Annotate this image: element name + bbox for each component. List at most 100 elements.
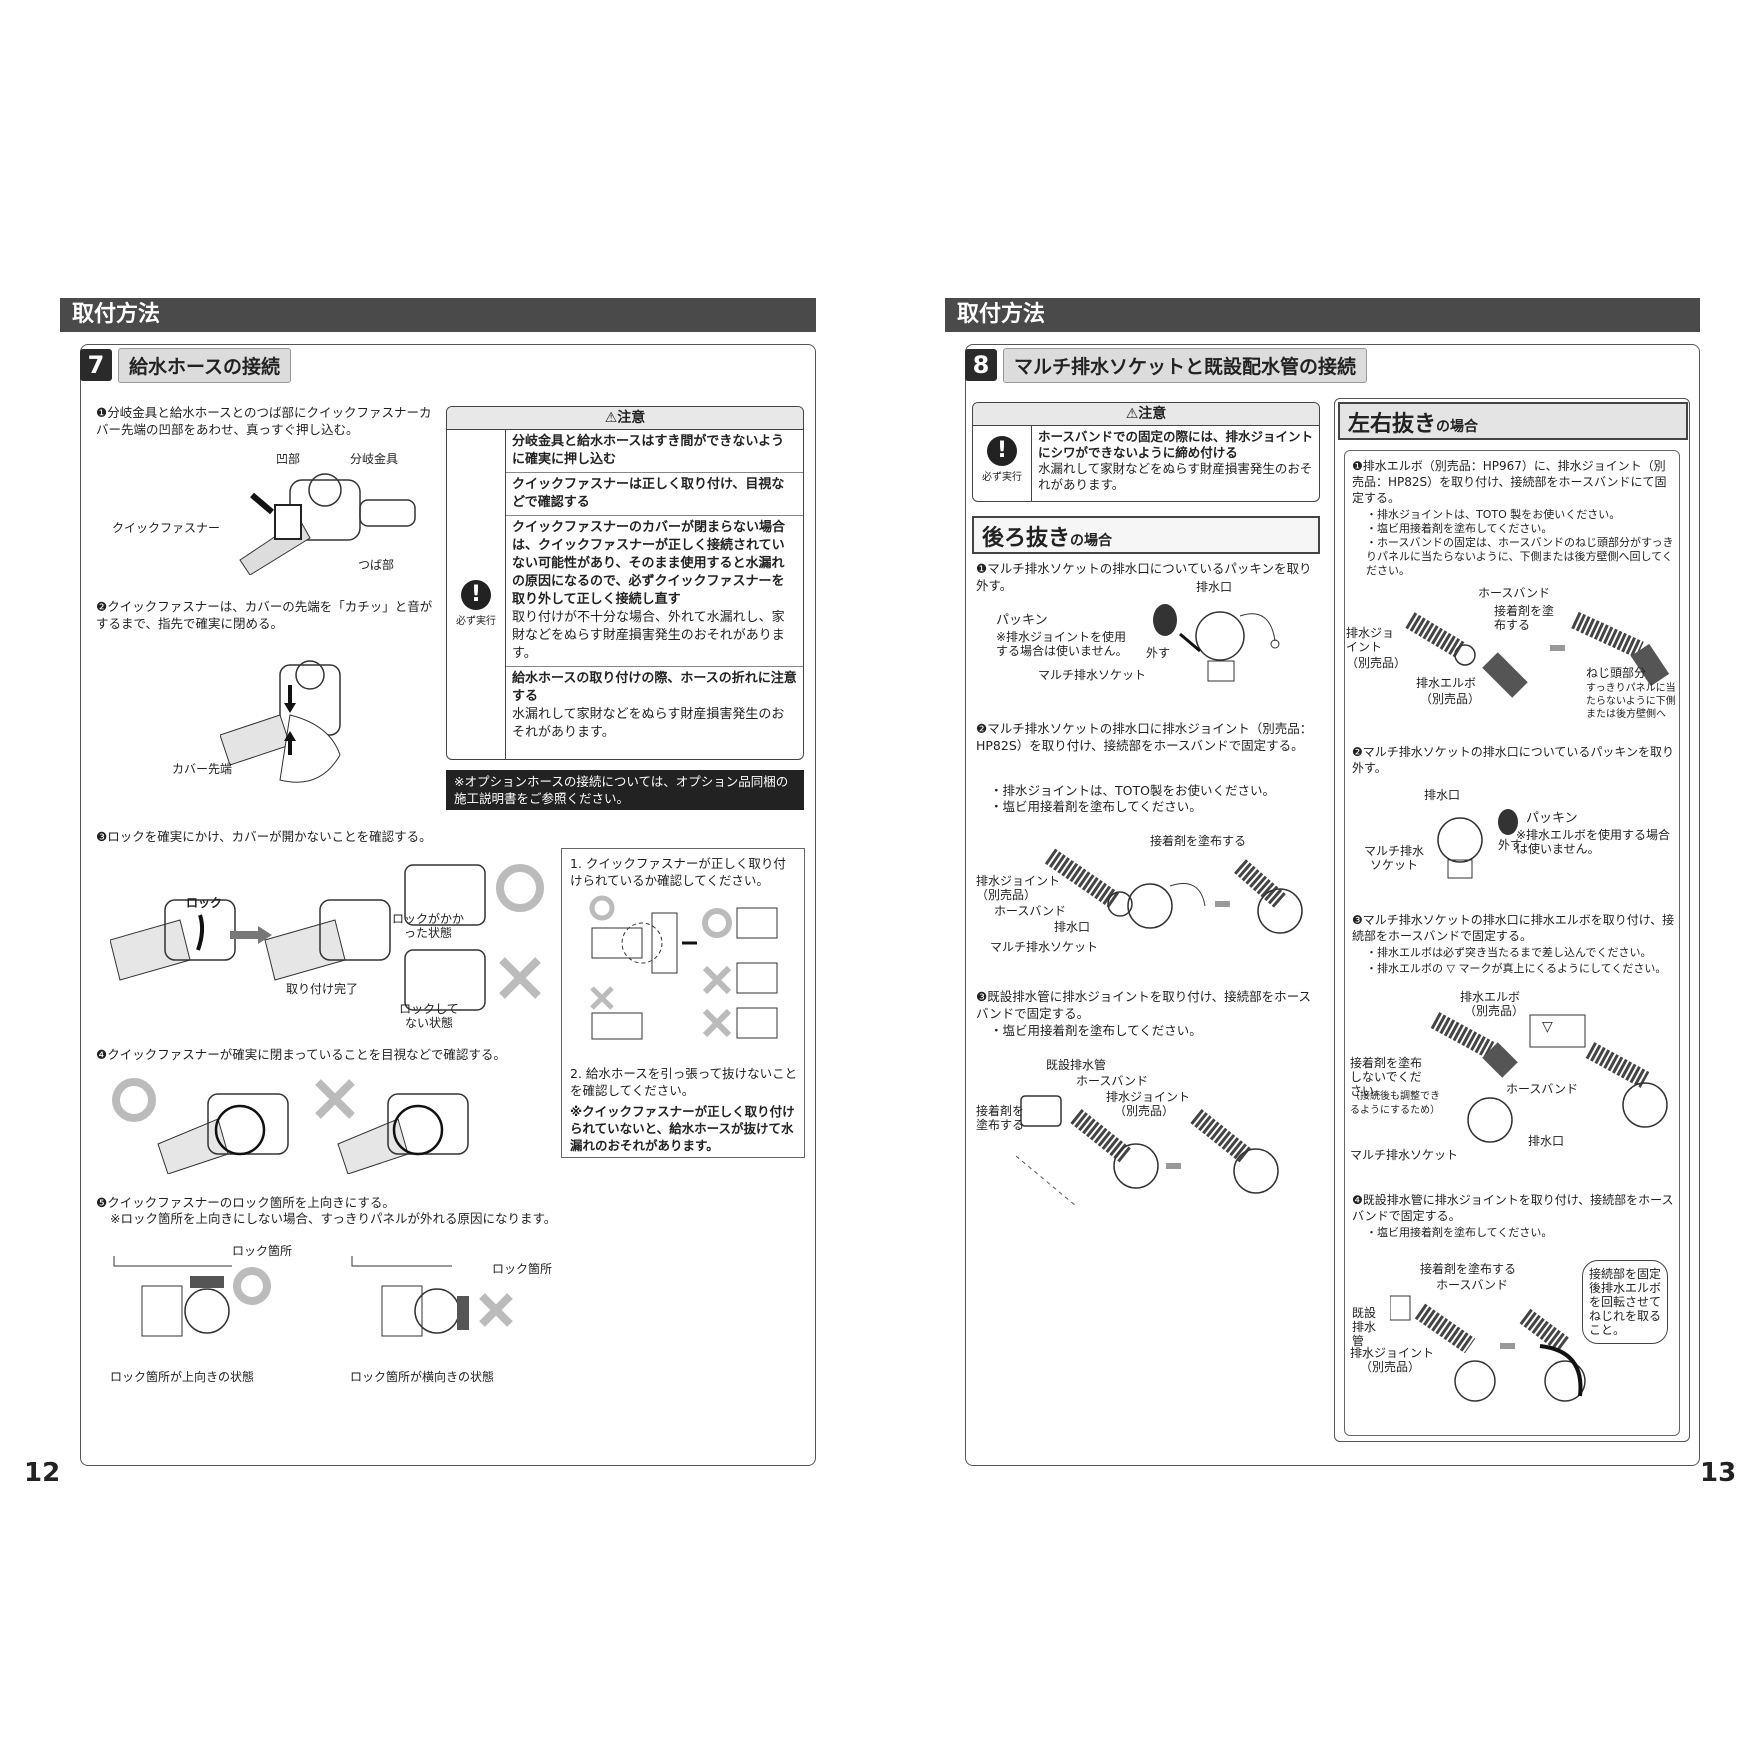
label-drain-joint: 排水ジョイント (1106, 1090, 1191, 1104)
label-existing-pipe: 既設排水管 (1046, 1058, 1107, 1072)
must-do-badge: ! 必ず実行 (456, 580, 496, 627)
side-outlet-inner (1344, 450, 1680, 1436)
label-hose-band: ホースバンド (994, 904, 1067, 918)
label-remove: 外す (1498, 838, 1523, 852)
label-screw-head-note: すっきりパネルに当たらないように下側または後方壁側へ (1586, 683, 1676, 720)
label-install-done: 取り付け完了 (286, 982, 359, 996)
must-do-badge: ! 必ず実行 (982, 436, 1022, 483)
label-lock-position-up: ロック箇所 (232, 1244, 293, 1258)
section-title: 給水ホースの接続 (118, 347, 292, 383)
label-flange: つば部 (358, 558, 395, 572)
check-note: ※クイックファスナーが正しく取り付けられていないと、給水ホースが抜けて水漏れのお… (570, 1104, 795, 1153)
exclamation-icon: ! (987, 436, 1017, 466)
label-drain-joint: 排水ジョイント (1350, 1346, 1435, 1360)
back-step-3-text: ❸既設排水管に排水ジョイントを取り付け、接続部をホースバンドで固定する。 (976, 989, 1311, 1021)
side-step-4-note-1: ・塩ビ用接着剤を塗布してください。 (1366, 1226, 1553, 1239)
label-drain-joint: 排水ジョイント (976, 874, 1061, 888)
label-adhesive: 接着剤を塗布する (1494, 604, 1555, 632)
back-step-3-illustration (1016, 1095, 1279, 1207)
label-drain-elbow: 排水エルボ (1460, 990, 1521, 1004)
label-unlocked-state: ロックしてない状態 (399, 1002, 459, 1030)
fastener-check-box: 1. クイックファスナーが正しく取り付けられているか確認してください。 2. 給… (561, 848, 805, 1158)
caution-title: ⚠注意 (447, 407, 803, 430)
triangle-mark-icon: ▽ (1542, 1019, 1553, 1035)
label-packing-note: ※排水エルボを使用する場合は使いません。 (1516, 828, 1671, 856)
back-step-1-illustration (1153, 604, 1280, 682)
step-1-text: ❶分岐金具と給水ホースとのつば部にクイックファスナーカバー先端の凹部をあわせ、真… (96, 405, 432, 437)
side-step-1-note-2: ・塩ビ用接着剤を塗布してください。 (1366, 522, 1553, 535)
label-sold-separately: （別売品） (1346, 656, 1407, 670)
label-apply-adhesive: 接着剤を塗布する (976, 1104, 1025, 1132)
caution-row: クイックファスナーは正しく取り付け、目視などで確認する (506, 473, 803, 516)
left-page-header: 取付方法 (60, 298, 816, 332)
check-illustration (589, 895, 778, 1040)
section-8-heading: 8 マルチ排水ソケットと既設配水管の接続 (965, 347, 1368, 383)
side-step-1-text: ❶排水エルボ（別売品：HP967）に、排水ジョイント（別売品：HP82S）を取り… (1352, 459, 1667, 505)
right-content-frame (965, 344, 1700, 1466)
back-step-3-note-1: ・塩ビ用接着剤を塗布してください。 (990, 1023, 1202, 1038)
side-step-2-text: ❷マルチ排水ソケットの排水口についているパッキンを取り外す。 (1352, 745, 1675, 775)
label-existing-pipe: 既設排水管 (1352, 1306, 1377, 1348)
step-3-illustration (110, 864, 544, 1011)
label-sold-separately: （別売品） (1420, 692, 1481, 706)
caution-row: 分岐金具と給水ホースはすき間ができないように確実に押し込む (506, 430, 803, 473)
label-outlet: 排水口 (1528, 1134, 1565, 1148)
label-multi-socket: マルチ排水ソケット (1364, 844, 1425, 872)
exclamation-icon: ! (461, 580, 491, 610)
label-lock: ロック (186, 896, 223, 910)
page-number-right: 13 (1700, 1458, 1737, 1488)
caution-box-right: ⚠注意 ! 必ず実行 ホースバンドでの固定の際には、排水ジョイントにシワができな… (972, 402, 1320, 502)
label-hose-band: ホースバンド (1506, 1082, 1579, 1096)
back-step-2-note-2: ・塩ビ用接着剤を塗布してください。 (990, 799, 1202, 814)
label-lock-side-state: ロック箇所が横向きの状態 (350, 1370, 495, 1384)
label-packing-note: ※排水ジョイントを使用する場合は使いません。 (996, 630, 1128, 658)
right-page-header: 取付方法 (945, 298, 1700, 332)
section-number: 8 (965, 349, 997, 381)
side-step-1-note-3: ・ホースバンドの固定は、ホースバンドのねじ頭部分がすっきりパネルに当たらないよう… (1366, 536, 1674, 577)
label-hose-band: ホースバンド (1436, 1278, 1509, 1292)
label-multi-socket: マルチ排水ソケット (1038, 668, 1147, 682)
label-adhesive: 接着剤を塗布する (1420, 1262, 1517, 1276)
check-item-2: 2. 給水ホースを引っ張って抜けないことを確認してください。 (570, 1066, 798, 1098)
left-content-frame (80, 344, 816, 1466)
label-outlet: 排水口 (1196, 580, 1233, 594)
label-sold-separately: （別売品） (976, 888, 1037, 902)
label-outlet: 排水口 (1054, 920, 1091, 934)
side-step-2-illustration (1437, 809, 1518, 879)
label-sold-separately: （別売品） (1114, 1104, 1175, 1118)
side-step-1-note-1: ・排水ジョイントは、TOTO 製をお使いください。 (1366, 508, 1621, 521)
label-multi-socket: マルチ排水ソケット (990, 940, 1099, 954)
label-lock-up-state: ロック箇所が上向きの状態 (110, 1370, 255, 1384)
side-step-1-illustration (1405, 611, 1670, 698)
side-step-3-text: ❸マルチ排水ソケットの排水口に排水エルボを取り付け、接続部をホースバンドで固定す… (1352, 913, 1675, 943)
label-adhesive: 接着剤を塗布する (1150, 834, 1247, 848)
label-hose-band: ホースバンド (1076, 1074, 1149, 1088)
rotate-note-bubble: 接続部を固定後排水エルボを回転させてねじれを取ること。 (1582, 1260, 1668, 1344)
back-outlet-heading: 後ろ抜きの場合 (972, 516, 1320, 554)
label-hose-band: ホースバンド (1478, 586, 1551, 600)
step-4-illustration (112, 1078, 469, 1174)
step-2-illustration (220, 660, 341, 783)
step-2-text: ❷クイックファスナーは、カバーの先端を「カチッ」と音がするまで、指先で確実に閉め… (96, 599, 433, 631)
label-recess: 凹部 (276, 452, 301, 466)
caution-row: クイックファスナーのカバーが閉まらない場合は、クイックファスナーが正しく接続され… (506, 516, 803, 667)
label-drain-elbow: 排水エルボ (1416, 676, 1477, 690)
label-cover-tip: カバー先端 (172, 762, 233, 776)
label-locked-state: ロックがかかった状態 (391, 912, 464, 940)
section-7-heading: 7 給水ホースの接続 (80, 347, 292, 383)
label-sold-separately: （別売品） (1360, 1360, 1421, 1374)
check-item-1: 1. クイックファスナーが正しく取り付けられているか確認してください。 (570, 856, 786, 888)
label-branch-fitting: 分岐金具 (350, 452, 399, 466)
section-number: 7 (80, 349, 112, 381)
side-step-4-text: ❹既設排水管に排水ジョイントを取り付け、接続部をホースバンドで固定する。 (1352, 1193, 1674, 1223)
label-no-adhesive-note: （接続後も調整できるようにするため） (1350, 1091, 1441, 1116)
step-3-text: ❸ロックを確実にかけ、カバーが開かないことを確認する。 (96, 829, 432, 844)
caution-box-left: ⚠注意 ! 必ず実行 分岐金具と給水ホースはすき間ができないように確実に押し込む… (446, 406, 804, 760)
back-step-2-illustration (1044, 848, 1303, 934)
back-step-2-note-1: ・排水ジョイントは、TOTO製をお使いください。 (990, 783, 1275, 798)
side-outlet-heading: 左右抜きの場合 (1338, 402, 1688, 440)
back-step-1-text: ❶マルチ排水ソケットの排水口についているパッキンを取り外す。 (976, 561, 1312, 593)
step-1-illustration (239, 473, 416, 575)
page-number-left: 12 (24, 1458, 61, 1488)
label-remove: 外す (1146, 646, 1171, 660)
